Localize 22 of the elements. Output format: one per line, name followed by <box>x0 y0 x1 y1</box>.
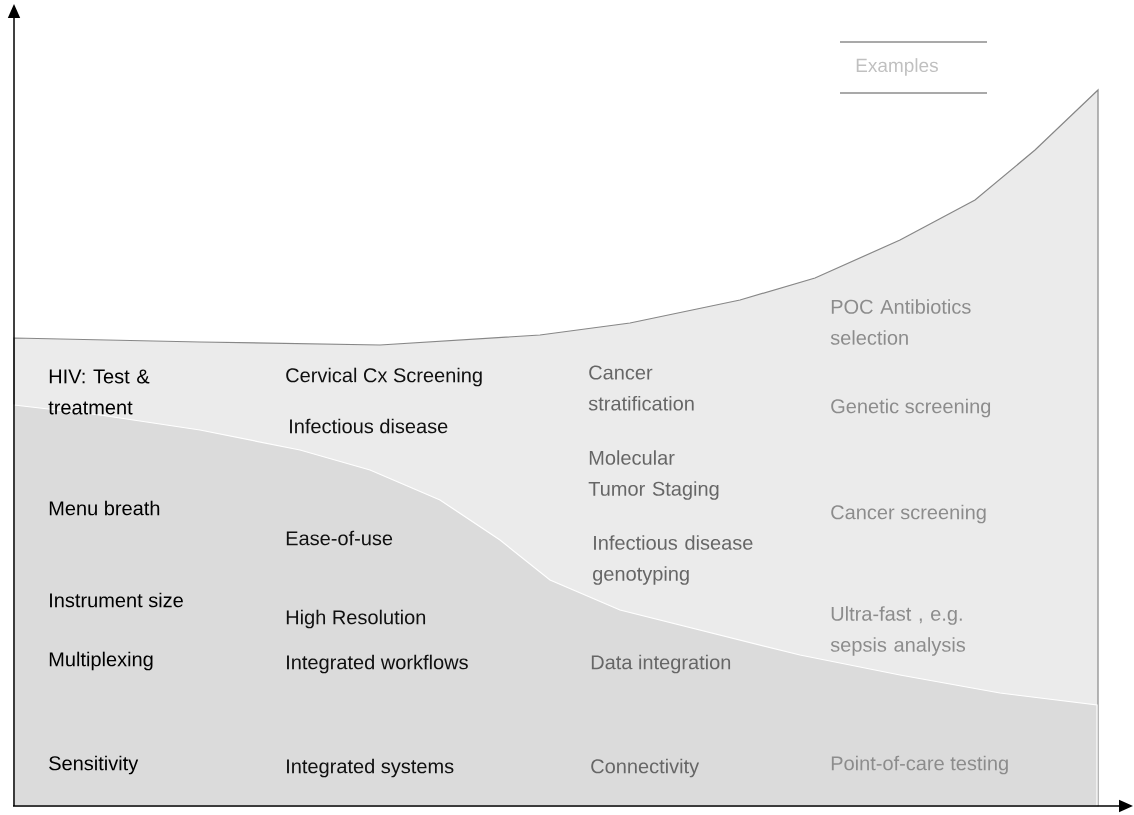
example-text: POC Antibiotics selection <box>830 299 971 345</box>
header-text: Examples <box>856 58 938 76</box>
feature-text: Infectious disease <box>290 418 448 434</box>
feature-text: Integrated systems <box>287 758 454 778</box>
feature-text: Cervical Cx Screening <box>286 367 482 387</box>
example-text: Cancer screening <box>831 504 986 524</box>
feature-text: HIV: Test & treatment <box>48 369 150 415</box>
example-text: Genetic screening <box>831 398 991 418</box>
feature-text: Data integration <box>591 654 731 674</box>
feature-text: Ease-of-use <box>286 530 393 546</box>
feature-text: Menu breath <box>49 500 160 516</box>
feature-text: Integrated workflows <box>287 654 468 674</box>
example-text: Ultra-fast , e.g. sepsis analysis <box>830 606 966 656</box>
feature-text: Connectivity <box>591 758 700 778</box>
feature-text: High Resolution <box>286 609 426 629</box>
feature-text: Multiplexing <box>49 651 153 671</box>
example-text: Point-of-care testing <box>831 755 1008 775</box>
feature-text: Instrument size <box>50 592 183 608</box>
feature-text: Infectious disease genotyping <box>593 535 753 585</box>
feature-text: Cancer stratification <box>588 365 694 411</box>
feature-text: Sensitivity <box>49 755 139 775</box>
feature-text: Molecular Tumor Staging <box>588 450 719 500</box>
